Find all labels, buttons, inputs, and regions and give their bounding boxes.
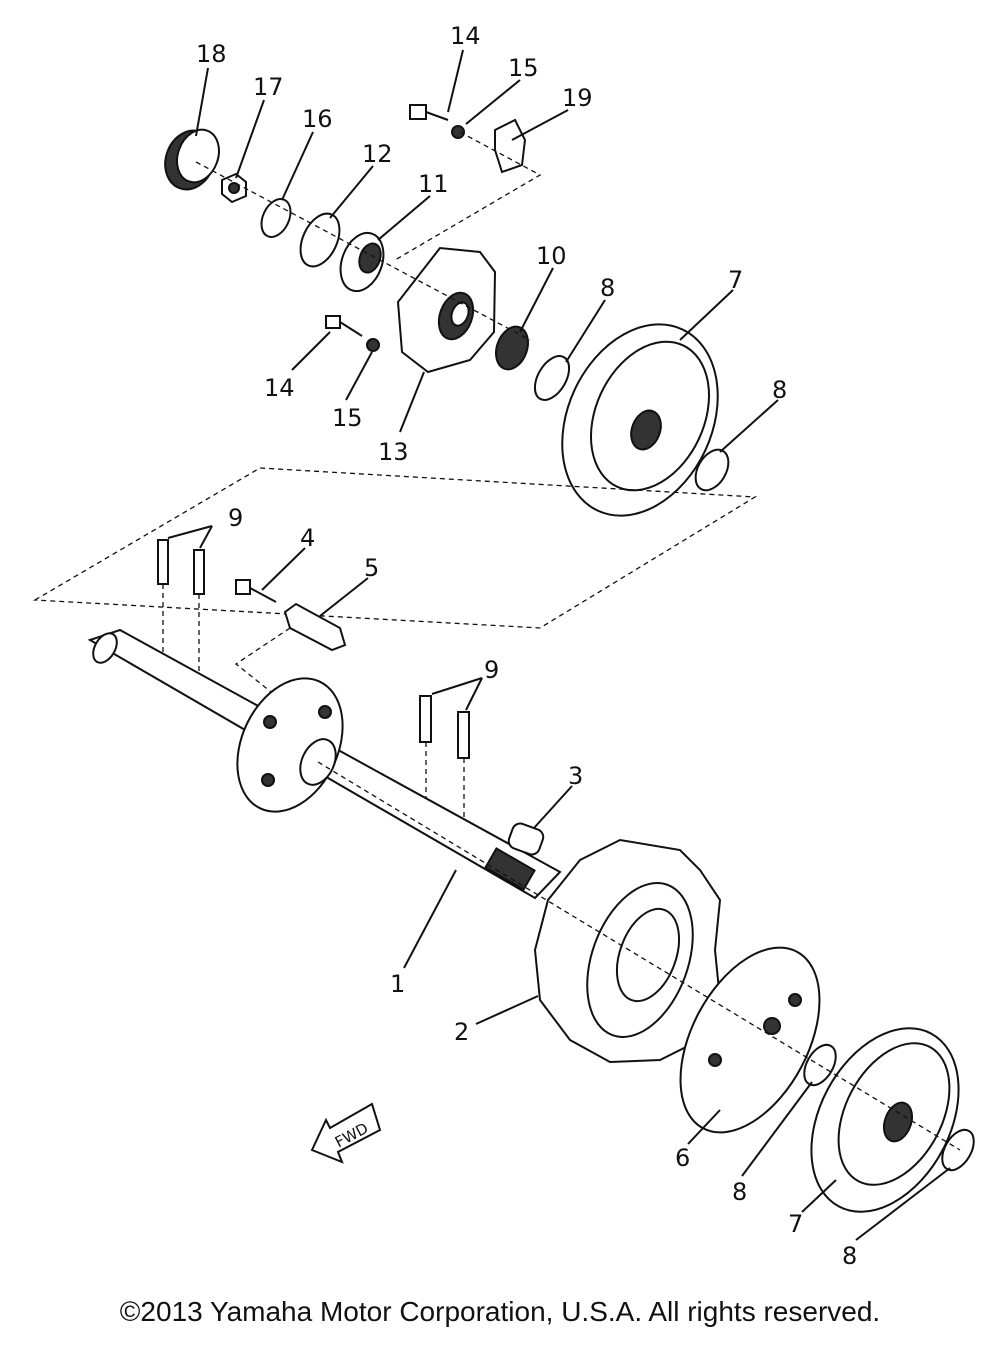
callout-1: 1 <box>390 970 405 998</box>
part-9-pins-right <box>419 695 470 832</box>
callout-7-upper: 7 <box>728 266 743 294</box>
callout-9-left: 9 <box>228 504 243 532</box>
callout-15-top: 15 <box>508 54 539 82</box>
fwd-arrow-icon: FWD <box>310 1102 382 1164</box>
callout-11: 11 <box>418 170 449 198</box>
callout-labels: 18 17 16 12 11 14 15 19 10 8 7 8 14 15 1… <box>196 22 857 1270</box>
callout-5: 5 <box>364 554 379 582</box>
callout-8-middle: 8 <box>732 1178 747 1206</box>
part-5-bracket <box>283 602 347 652</box>
part-6-plate <box>679 946 821 1134</box>
callout-4: 4 <box>300 524 315 552</box>
callout-3: 3 <box>568 762 583 790</box>
part-2-sprocket <box>533 838 722 1064</box>
part-11-bearing <box>339 231 385 293</box>
callout-8-upper: 8 <box>600 274 615 302</box>
callout-18: 18 <box>196 40 227 68</box>
part-9-pins-left <box>157 539 205 685</box>
part-8-washer-right <box>694 448 730 492</box>
callout-15-lower: 15 <box>332 404 363 432</box>
copyright-notice: ©2013 Yamaha Motor Corporation, U.S.A. A… <box>119 1296 881 1327</box>
parts-diagram: FWD 18 17 16 12 11 <box>32 22 975 1270</box>
part-4-bolt <box>235 579 277 603</box>
hub-disc <box>236 677 344 813</box>
callout-2: 2 <box>454 1018 469 1046</box>
callout-9-right: 9 <box>484 656 499 684</box>
part-15-washer-top <box>451 125 465 139</box>
part-17-nut <box>221 172 247 204</box>
part-14-bolt-top <box>409 104 449 121</box>
part-3-collar <box>507 822 545 856</box>
callout-16: 16 <box>302 105 333 133</box>
part-14-bolt-lower <box>325 315 363 337</box>
callout-19: 19 <box>562 84 593 112</box>
callout-7-lower: 7 <box>788 1210 803 1238</box>
part-15-washer-lower <box>366 338 380 352</box>
part-19-bracket <box>494 118 527 174</box>
part-8-washer-upper <box>533 355 571 401</box>
part-16-washer <box>260 198 292 238</box>
callout-8-bottom: 8 <box>842 1242 857 1270</box>
part-18-cap <box>164 128 220 191</box>
callout-12: 12 <box>362 140 393 168</box>
callout-14-top: 14 <box>450 22 481 50</box>
callout-10: 10 <box>536 242 567 270</box>
part-13-housing <box>396 246 497 374</box>
callout-13: 13 <box>378 438 409 466</box>
callout-17: 17 <box>253 73 284 101</box>
callout-6: 6 <box>675 1144 690 1172</box>
callout-8-right: 8 <box>772 376 787 404</box>
callout-14-lower: 14 <box>264 374 295 402</box>
part-7-wheel-upper <box>561 323 719 517</box>
part-7-wheel-lower <box>810 1027 960 1213</box>
part-10-seal <box>495 325 529 371</box>
